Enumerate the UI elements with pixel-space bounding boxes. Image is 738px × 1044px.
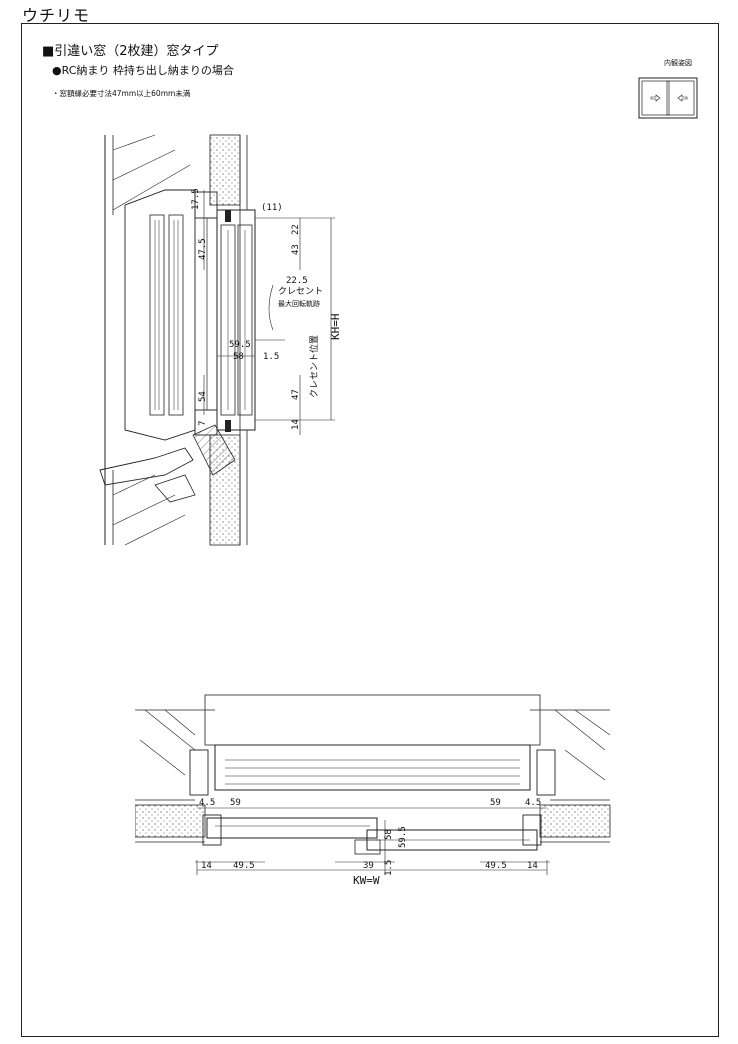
dim-43: 43 bbox=[291, 244, 301, 255]
dim-14: 14 bbox=[291, 419, 301, 430]
dim-47-5: 47.5 bbox=[198, 238, 208, 260]
crescent-label: クレセント bbox=[278, 286, 323, 297]
drawing-frame bbox=[21, 23, 719, 1037]
max-rotation-label: 最大回転軌跡 bbox=[278, 299, 320, 308]
dim-11: (11) bbox=[261, 203, 283, 213]
dim-59-5: 59.5 bbox=[229, 340, 251, 350]
horizontal-section-drawing: 4.5 59 59 4.5 58 59.5 14 49.5 39 1.5 49.… bbox=[135, 694, 611, 887]
dim-right-14: 14 bbox=[527, 861, 538, 871]
dim-kw: KW=W bbox=[353, 874, 380, 887]
dim-left-49-5: 49.5 bbox=[233, 861, 255, 871]
dim-1-5: 1.5 bbox=[263, 352, 279, 362]
slide-right-arrow-icon bbox=[650, 94, 661, 102]
section-heading: ■引違い窓（2枚建）窓タイプ bbox=[42, 44, 219, 59]
dim-center-1-5: 1.5 bbox=[384, 860, 394, 876]
dimension-note: ・窓額縁必要寸法47mm以上60mm未満 bbox=[52, 89, 191, 98]
dim-58: 58 bbox=[233, 352, 244, 362]
dim-17-5: 17.5 bbox=[191, 188, 201, 210]
inner-view-elevation bbox=[638, 77, 698, 119]
section-subheading: ●RC納まり 枠持ち出し納まりの場合 bbox=[52, 64, 234, 77]
dim-22-5: 22.5 bbox=[286, 276, 308, 286]
dim-left-14: 14 bbox=[201, 861, 212, 871]
dim-right-59: 59 bbox=[490, 798, 501, 808]
dim-center-59-5: 59.5 bbox=[398, 826, 408, 848]
dim-center-58: 58 bbox=[384, 829, 394, 840]
dim-7: 7 bbox=[198, 421, 208, 426]
dim-right-49-5: 49.5 bbox=[485, 861, 507, 871]
doc-title: ウチリモ bbox=[22, 6, 91, 25]
vertical-section-drawing: 17.5 (11) 47.5 43 22 22.5 クレセント 最大回転軌跡 K… bbox=[99, 134, 342, 546]
dim-kh: KH=H bbox=[329, 314, 342, 341]
slide-left-arrow-icon bbox=[677, 94, 688, 102]
dim-left-4-5: 4.5 bbox=[199, 798, 215, 808]
dim-right-4-5: 4.5 bbox=[525, 798, 541, 808]
dim-47: 47 bbox=[291, 389, 301, 400]
inner-view-label: 内観姿図 bbox=[664, 59, 692, 67]
crescent-position-label: クレセント位置 bbox=[308, 335, 320, 398]
dim-center-39: 39 bbox=[363, 861, 374, 871]
dim-22: 22 bbox=[291, 224, 301, 235]
dim-54: 54 bbox=[198, 391, 208, 402]
dim-left-59: 59 bbox=[230, 798, 241, 808]
